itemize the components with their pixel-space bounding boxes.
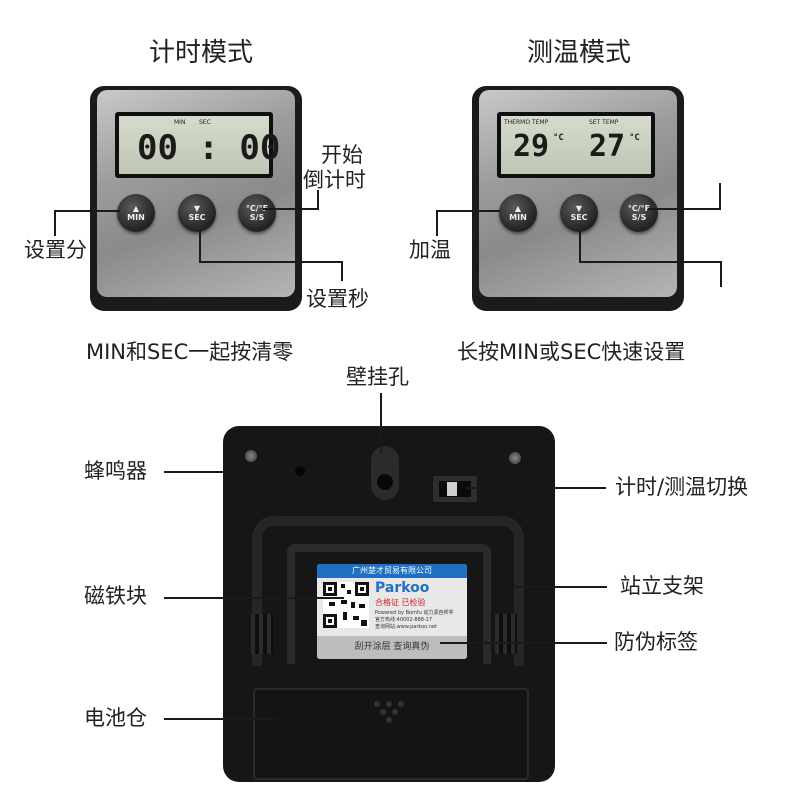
thermo-lcd: THERMO TEMP SET TEMP 29 °C 27 °C: [497, 112, 655, 178]
stand-inner: [287, 544, 491, 664]
fast-set-note: 长按MIN或SEC快速设置: [457, 340, 686, 364]
thermo-temp-label: THERMO TEMP: [504, 119, 549, 126]
sticker-scratch: 刮开涂层 查询真伪: [317, 636, 467, 659]
ss-leader-v: [719, 183, 721, 210]
start-callout-line2: 倒计时: [303, 168, 366, 192]
screw-icon: [509, 452, 521, 464]
set-temp-unit: °C: [629, 133, 640, 143]
switch-leader: [466, 487, 606, 489]
device-faceplate: THERMO TEMP SET TEMP 29 °C 27 °C ▲MIN ▼S…: [479, 90, 677, 297]
sec-leader-v: [579, 230, 581, 262]
sec-leader-h: [579, 261, 721, 263]
magnet-leader: [164, 597, 344, 599]
stand-frame: [252, 516, 524, 666]
start-callout-line1: 开始: [321, 143, 363, 167]
battery-leader: [164, 718, 277, 720]
device-back: 广州楚才贸易有限公司 Parkoo 合格证 已检验 Powered by Bom…: [223, 426, 555, 782]
sec-button[interactable]: ▼SEC: [178, 194, 216, 232]
set-min-leader: [54, 210, 120, 212]
grip-icon: [367, 698, 411, 726]
anti-fake-sticker: 广州楚才贸易有限公司 Parkoo 合格证 已检验 Powered by Bom…: [317, 564, 467, 659]
ss-button[interactable]: °C/°F S/S: [238, 194, 276, 232]
stand-leader: [510, 586, 607, 588]
sticker-company: 广州楚才贸易有限公司: [317, 564, 467, 578]
timer-mode-title: 计时模式: [149, 38, 254, 68]
current-temp: 29: [513, 129, 550, 164]
timer-device: MIN SEC 00 : 00 ▲MIN ▼SEC °C/°F S/S: [90, 86, 302, 311]
battery-callout: 电池仓: [84, 706, 147, 730]
label-callout: 防伪标签: [614, 630, 698, 654]
ss-button[interactable]: °C/°F S/S: [620, 194, 658, 232]
min-button[interactable]: ▲MIN: [499, 194, 537, 232]
battery-cover[interactable]: [253, 688, 529, 780]
thermo-device: THERMO TEMP SET TEMP 29 °C 27 °C ▲MIN ▼S…: [472, 86, 684, 311]
sec-leader-v2: [720, 261, 722, 287]
thermo-mode-title: 测温模式: [527, 38, 632, 68]
set-sec-callout: 设置秒: [306, 287, 369, 311]
set-sec-leader-h: [199, 261, 342, 263]
label-leader: [440, 642, 607, 644]
ss-leader: [648, 208, 720, 210]
stand-callout: 站立支架: [620, 574, 704, 598]
sec-button[interactable]: ▼SEC: [560, 194, 598, 232]
heat-leader-v: [436, 210, 438, 236]
set-min-leader-v: [54, 210, 56, 236]
sticker-powered: Powered by Bomfu 动力源自邦孚: [375, 610, 454, 616]
magnet-right: [495, 614, 517, 654]
start-leader: [263, 208, 318, 210]
timer-lcd: MIN SEC 00 : 00: [115, 112, 280, 178]
set-sec-leader-v2: [341, 261, 343, 281]
set-sec-leader-v: [199, 230, 201, 262]
clear-note: MIN和SEC一起按清零: [86, 340, 294, 364]
wall-hole-callout: 壁挂孔: [346, 365, 409, 389]
switch-callout: 计时/测温切换: [615, 475, 749, 499]
buzzer-hole: [295, 466, 305, 476]
start-leader-v: [317, 190, 319, 210]
current-temp-unit: °C: [553, 133, 564, 143]
buzzer-leader: [164, 471, 292, 473]
sticker-brand: Parkoo: [375, 580, 430, 596]
set-temp-label: SET TEMP: [589, 119, 619, 126]
sticker-website: 查询网站:www.parkoo.net: [375, 624, 437, 630]
wall-hole: [371, 446, 399, 500]
magnet-left: [251, 614, 273, 654]
sticker-certified: 合格证 已检验: [375, 598, 426, 607]
heat-leader: [436, 210, 500, 212]
set-temp: 27: [589, 129, 626, 164]
magnet-callout: 磁铁块: [84, 584, 147, 608]
buzzer-callout: 蜂鸣器: [84, 459, 147, 483]
set-min-callout: 设置分: [24, 238, 87, 262]
qr-code-icon: [323, 582, 369, 628]
mode-switch[interactable]: [433, 476, 477, 502]
sticker-hotline: 官方热线:40002-888-17: [375, 617, 433, 623]
timer-digits: 00 : 00: [137, 128, 281, 168]
screw-icon: [245, 450, 257, 462]
wall-hole-leader: [380, 393, 382, 453]
min-button[interactable]: ▲MIN: [117, 194, 155, 232]
min-label: MIN: [174, 119, 186, 126]
sec-label: SEC: [199, 119, 211, 126]
device-faceplate: MIN SEC 00 : 00 ▲MIN ▼SEC °C/°F S/S: [97, 90, 295, 297]
heat-callout: 加温: [409, 238, 451, 262]
